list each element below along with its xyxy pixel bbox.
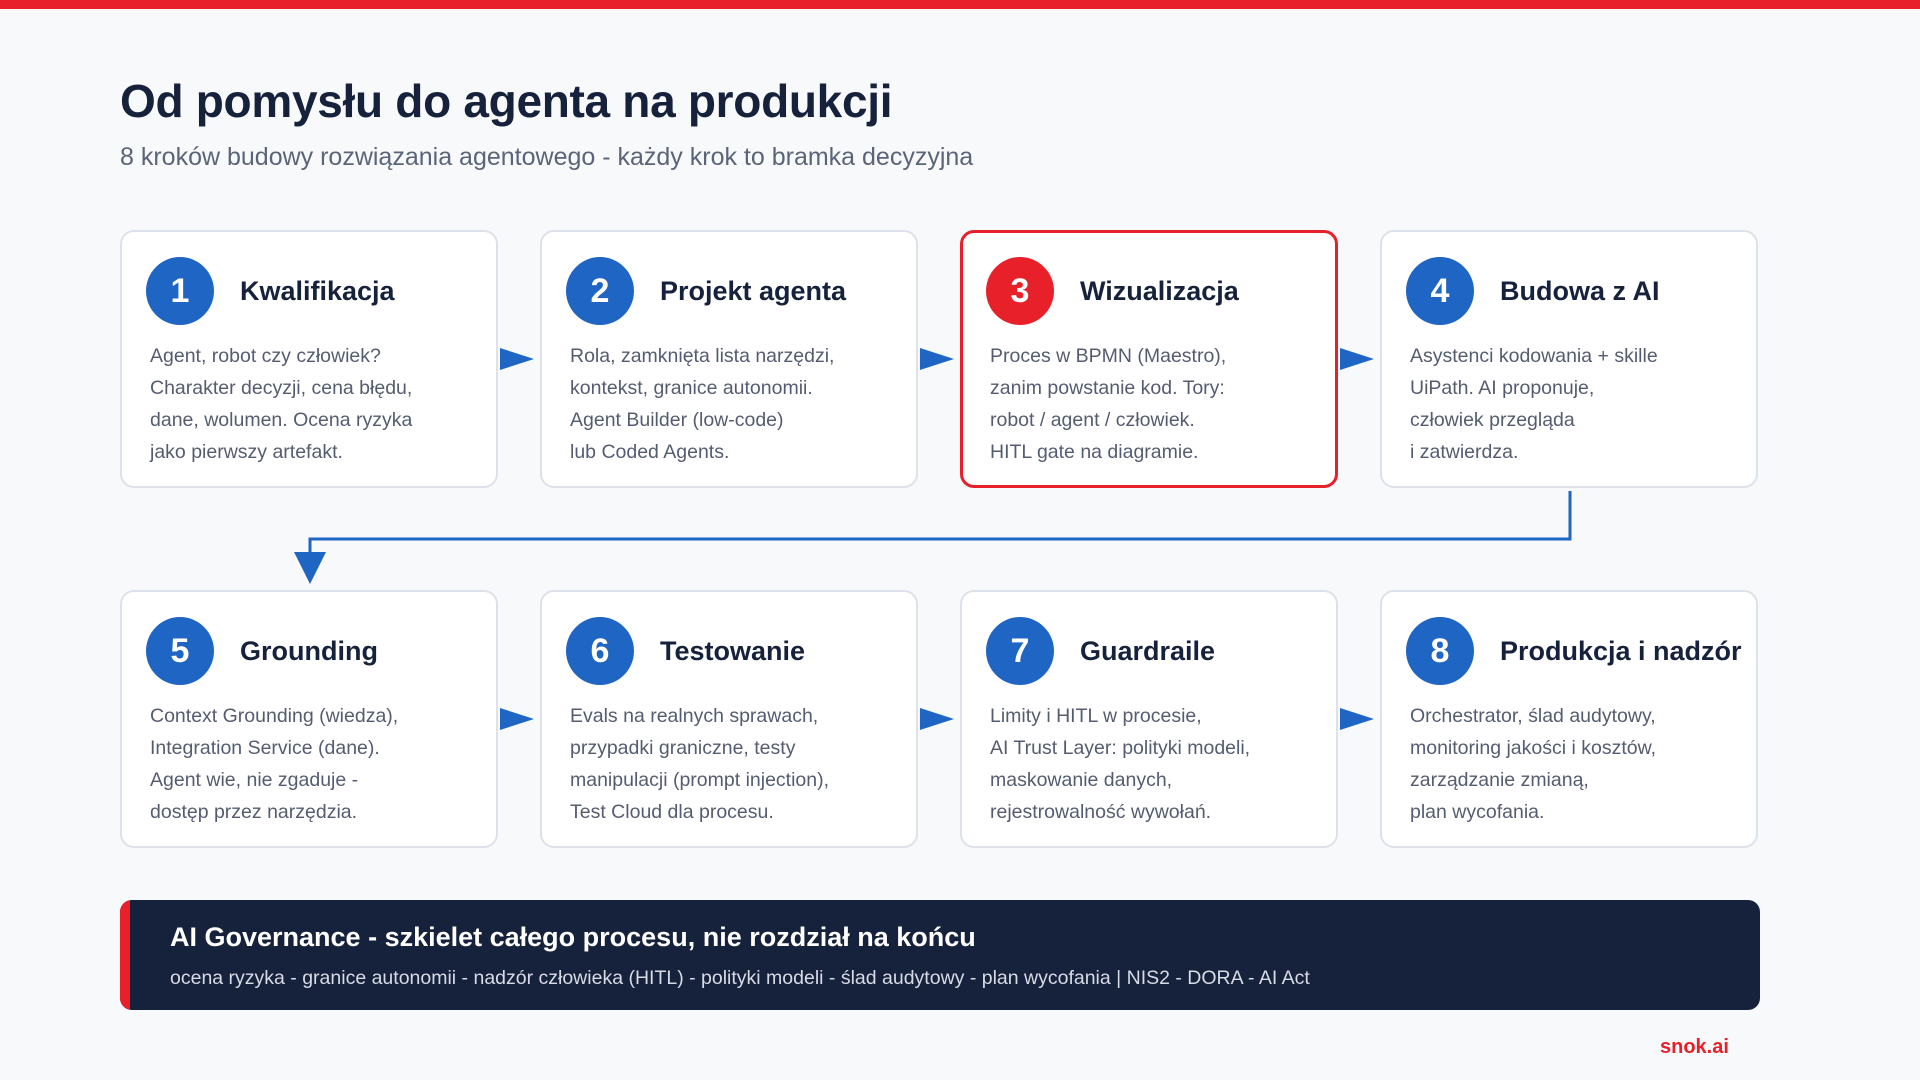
step-title: Produkcja i nadzór (1500, 636, 1742, 666)
step-desc-line: maskowanie danych, (990, 769, 1173, 791)
step-desc-line: Agent wie, nie zgaduje - (150, 769, 359, 791)
step-card-5: 5 Grounding Context Grounding (wiedza), … (120, 590, 498, 848)
step-desc-line: zanim powstanie kod. Tory: (990, 377, 1225, 399)
step-description: Agent, robot czy człowiek? Charakter dec… (150, 340, 490, 468)
step-description: Evals na realnych sprawach, przypadki gr… (570, 700, 910, 828)
step-title: Guardraile (1080, 636, 1216, 666)
arrow-3-4 (1340, 348, 1374, 370)
step-description: Limity i HITL w procesie, AI Trust Layer… (990, 700, 1330, 828)
step-desc-line: Evals na realnych sprawach, (570, 705, 819, 727)
page-title: Od pomysłu do agenta na produkcji (120, 75, 893, 127)
governance-accent-bar (120, 900, 130, 1010)
step-desc-line: Rola, zamknięta lista narzędzi, (570, 345, 835, 367)
step-desc-line: robot / agent / człowiek. (990, 409, 1195, 431)
step-description: Context Grounding (wiedza), Integration … (150, 700, 490, 828)
step-desc-line: dane, wolumen. Ocena ryzyka (150, 409, 413, 431)
brand-logo: snok.ai (1660, 1036, 1729, 1058)
step-desc-line: Orchestrator, ślad audytowy, (1410, 705, 1656, 727)
step-desc-line: zarządzanie zmianą, (1410, 769, 1589, 791)
step-desc-line: Limity i HITL w procesie, (990, 705, 1202, 727)
step-desc-line: człowiek przegląda (1410, 409, 1575, 431)
page-subtitle: 8 kroków budowy rozwiązania agentowego -… (120, 143, 974, 171)
step-card-8: 8 Produkcja i nadzór Orchestrator, ślad … (1380, 590, 1758, 848)
step-card-3: 3 Wizualizacja Proces w BPMN (Maestro), … (960, 230, 1338, 488)
step-title: Budowa z AI (1500, 276, 1660, 306)
arrow-4-5-head (294, 552, 326, 584)
governance-banner: AI Governance - szkielet całego procesu,… (120, 900, 1760, 1010)
step-desc-line: monitoring jakości i kosztów, (1410, 737, 1657, 759)
step-card-7: 7 Guardraile Limity i HITL w procesie, A… (960, 590, 1338, 848)
step-title: Grounding (240, 636, 378, 666)
step-desc-line: Agent, robot czy człowiek? (150, 345, 381, 367)
step-desc-line: jako pierwszy artefakt. (150, 441, 343, 463)
step-desc-line: manipulacji (prompt injection), (570, 769, 830, 791)
step-desc-line: przypadki graniczne, testy (570, 737, 796, 759)
step-number-badge: 6 (566, 617, 634, 685)
arrow-1-2 (500, 348, 534, 370)
step-number-badge: 4 (1406, 257, 1474, 325)
arrow-2-3 (920, 348, 954, 370)
step-number-badge: 1 (146, 257, 214, 325)
step-desc-line: Proces w BPMN (Maestro), (990, 345, 1227, 367)
connector-4-5 (308, 491, 1572, 556)
governance-subtitle: ocena ryzyka - granice autonomii - nadzó… (170, 967, 1310, 989)
step-title: Testowanie (660, 636, 806, 666)
step-desc-line: dostęp przez narzędzia. (150, 801, 358, 823)
step-desc-line: rejestrowalność wywołań. (990, 801, 1212, 823)
step-desc-line: Asystenci kodowania + skille (1410, 345, 1658, 367)
arrow-6-7 (920, 708, 954, 730)
step-desc-line: AI Trust Layer: polityki modeli, (990, 737, 1251, 759)
arrow-7-8 (1340, 708, 1374, 730)
step-description: Rola, zamknięta lista narzędzi, kontekst… (570, 340, 910, 468)
top-accent-bar (0, 0, 1920, 9)
step-number-badge: 3 (986, 257, 1054, 325)
step-desc-line: Context Grounding (wiedza), (150, 705, 399, 727)
step-desc-line: Integration Service (dane). (150, 737, 380, 759)
step-desc-line: Test Cloud dla procesu. (570, 801, 774, 823)
step-desc-line: Charakter decyzji, cena błędu, (150, 377, 413, 399)
step-number-badge: 5 (146, 617, 214, 685)
step-desc-line: HITL gate na diagramie. (990, 441, 1199, 463)
step-desc-line: kontekst, granice autonomii. (570, 377, 813, 399)
step-title: Wizualizacja (1080, 276, 1239, 306)
step-card-1: 1 Kwalifikacja Agent, robot czy człowiek… (120, 230, 498, 488)
step-number-badge: 7 (986, 617, 1054, 685)
step-desc-line: plan wycofania. (1410, 801, 1545, 823)
governance-title: AI Governance - szkielet całego procesu,… (170, 922, 976, 952)
step-desc-line: lub Coded Agents. (570, 441, 730, 463)
step-title: Projekt agenta (660, 276, 847, 306)
step-desc-line: UiPath. AI proponuje, (1410, 377, 1595, 399)
step-description: Asystenci kodowania + skille UiPath. AI … (1410, 340, 1750, 468)
step-card-2: 2 Projekt agenta Rola, zamknięta lista n… (540, 230, 918, 488)
step-description: Proces w BPMN (Maestro), zanim powstanie… (990, 340, 1330, 468)
step-desc-line: Agent Builder (low-code) (570, 409, 784, 431)
step-number-badge: 8 (1406, 617, 1474, 685)
step-card-6: 6 Testowanie Evals na realnych sprawach,… (540, 590, 918, 848)
step-card-4: 4 Budowa z AI Asystenci kodowania + skil… (1380, 230, 1758, 488)
step-description: Orchestrator, ślad audytowy, monitoring … (1410, 700, 1750, 828)
step-number-badge: 2 (566, 257, 634, 325)
arrow-5-6 (500, 708, 534, 730)
step-title: Kwalifikacja (240, 276, 395, 306)
step-desc-line: i zatwierdza. (1410, 441, 1519, 463)
